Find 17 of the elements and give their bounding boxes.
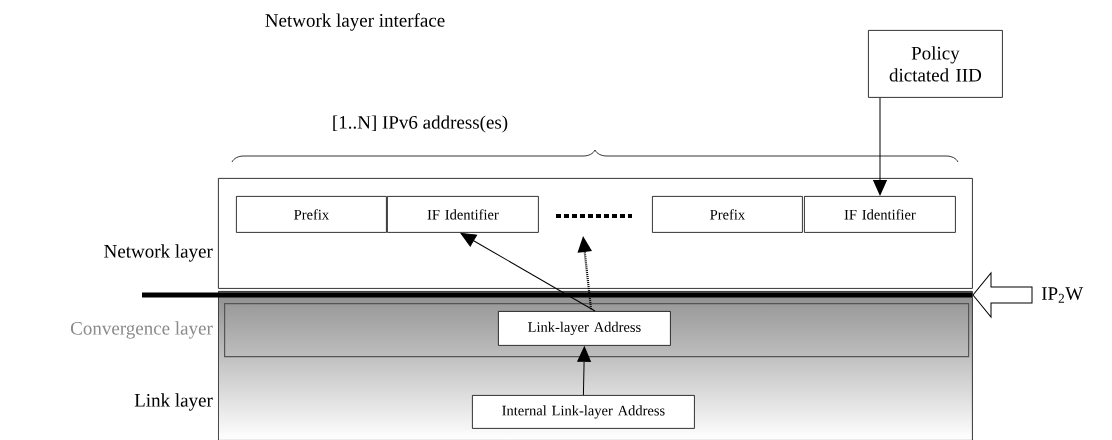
node-label: Network layer	[104, 244, 213, 262]
heading-text: Network layer interface	[265, 13, 445, 31]
field-box: IF Identifier	[804, 196, 956, 233]
field-box: Prefix	[236, 196, 387, 233]
arrow	[873, 97, 887, 196]
field-box: Prefix	[652, 196, 803, 233]
interface-label: IP$_{2}$W	[1041, 287, 1084, 303]
arrow	[460, 232, 596, 312]
field-box: IF Identifier	[387, 196, 539, 233]
field-box: Link-layer Address	[498, 311, 671, 346]
process-box: Policy dictated IID	[868, 30, 1003, 98]
field-box: Internal Link-layer Address	[472, 395, 695, 429]
arrow	[972, 272, 1033, 318]
node-label: Link layer	[134, 393, 213, 411]
node-label: Convergence layer	[70, 321, 213, 339]
arrow	[577, 346, 591, 396]
heading-text: [1..N] IPv6 address(es)	[333, 115, 508, 133]
